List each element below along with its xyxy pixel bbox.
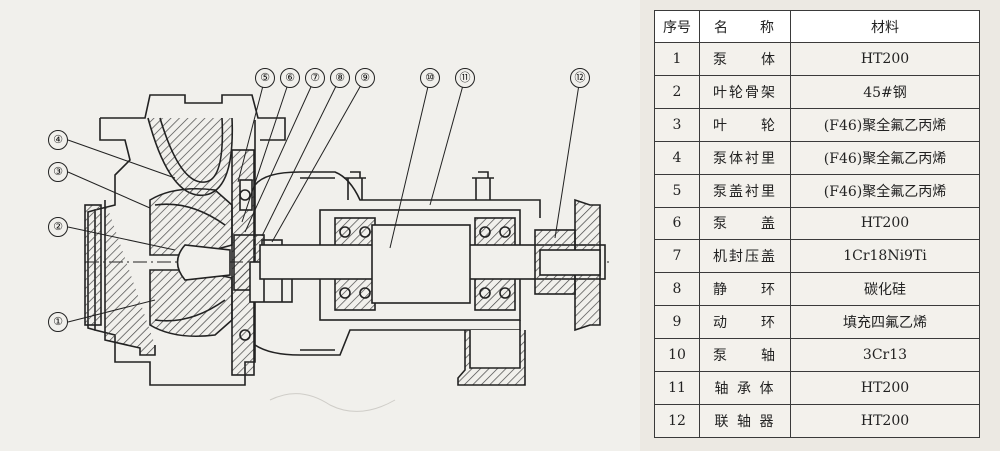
- row-number: 2: [654, 74, 700, 109]
- header-name: 名 称: [699, 10, 791, 43]
- callout-9: ⑨: [355, 68, 375, 88]
- part-material: HT200: [790, 371, 980, 405]
- bearing-left-top: [334, 217, 376, 249]
- row-number: 11: [654, 371, 700, 405]
- volute-top: [147, 117, 234, 196]
- row-number: 8: [654, 272, 700, 307]
- part-name: 泵 体: [699, 42, 791, 76]
- oil-cap-left: [344, 171, 366, 200]
- bearing-right-bottom: [474, 277, 516, 311]
- oil-cap-right: [472, 171, 494, 200]
- callout-2: ②: [48, 217, 68, 237]
- header-name-part-b: 称: [760, 19, 776, 36]
- part-material: HT200: [790, 42, 980, 76]
- inlet-wall: [104, 200, 156, 356]
- part-material: (F46)聚全氟乙丙烯: [790, 107, 980, 142]
- part-name: 机封压盖: [699, 239, 791, 274]
- inlet-flange: [84, 204, 102, 326]
- row-number: 9: [654, 305, 700, 340]
- header-name-part-a: 名: [714, 19, 730, 36]
- part-name: 泵体衬里: [699, 140, 791, 175]
- part-material: 1Cr18Ni9Ti: [790, 239, 980, 274]
- part-material: 填充四氟乙烯: [790, 305, 980, 340]
- pump-cross-section-drawing: [67, 77, 610, 412]
- header-material: 材料: [790, 10, 980, 43]
- row-number: 7: [654, 239, 700, 274]
- row-number: 6: [654, 206, 700, 241]
- part-name: 叶 轮: [699, 107, 791, 142]
- row-number: 5: [654, 173, 700, 208]
- part-name: 叶轮骨架: [699, 74, 791, 109]
- part-material: 45#钢: [790, 74, 980, 109]
- table-header-row: 序号 名 称 材料: [654, 10, 980, 43]
- part-name: 动 环: [699, 305, 791, 340]
- bearing-left-bottom: [334, 277, 376, 311]
- header-no: 序号: [654, 10, 700, 43]
- part-material: HT200: [790, 206, 980, 241]
- callout-1: ①: [48, 312, 68, 332]
- part-material: 3Cr13: [790, 338, 980, 373]
- part-name: 泵 轴: [699, 338, 791, 373]
- part-material: HT200: [790, 403, 980, 439]
- part-name: 泵 盖: [699, 206, 791, 241]
- bearing-housing-top: [254, 171, 541, 218]
- callout-5: ⑤: [255, 68, 275, 88]
- part-name: 轴 承 体: [699, 371, 791, 405]
- callout-10: ⑩: [420, 68, 440, 88]
- callout-4: ④: [48, 130, 68, 150]
- part-name: 联 轴 器: [699, 403, 791, 439]
- callout-11: ⑪: [455, 68, 475, 88]
- part-material: 碳化硅: [790, 272, 980, 307]
- callout-3: ③: [48, 162, 68, 182]
- callout-8: ⑧: [330, 68, 350, 88]
- row-number: 12: [654, 403, 700, 439]
- callout-12: ⑫: [570, 68, 590, 88]
- part-name: 泵盖衬里: [699, 173, 791, 208]
- row-number: 4: [654, 140, 700, 175]
- row-number: 3: [654, 107, 700, 142]
- pump-drawing-panel: ① ② ③ ④ ⑤ ⑥ ⑦ ⑧ ⑨ ⑩ ⑪ ⑫: [48, 68, 610, 412]
- outlet-flange: [100, 94, 286, 141]
- row-number: 10: [654, 338, 700, 373]
- part-material: (F46)聚全氟乙丙烯: [790, 140, 980, 175]
- part-material: (F46)聚全氟乙丙烯: [790, 173, 980, 208]
- bearing-right-top: [474, 217, 516, 249]
- part-name: 静 环: [699, 272, 791, 307]
- callout-6: ⑥: [280, 68, 300, 88]
- callout-7: ⑦: [305, 68, 325, 88]
- row-number: 1: [654, 42, 700, 76]
